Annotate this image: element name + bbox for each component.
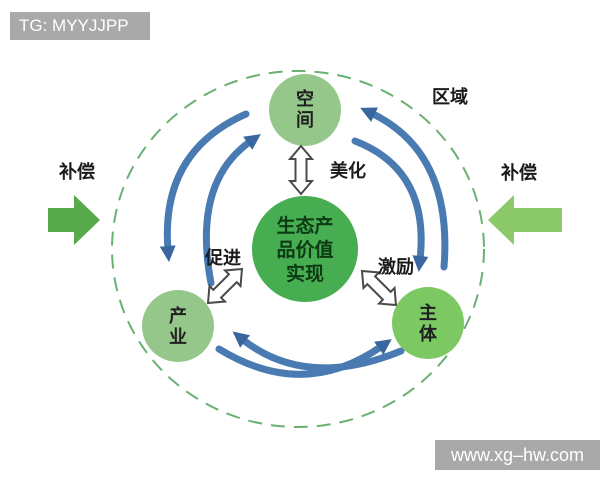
node-circle-space	[269, 74, 341, 146]
compensation-arrow-right-icon	[488, 195, 562, 245]
label-incentive: 激励	[378, 257, 414, 278]
flow-arrow-industry-to-space	[202, 134, 261, 287]
center-circle	[252, 196, 358, 302]
node-label-industry: 产业	[169, 306, 187, 348]
double-arrow-beautify-icon	[287, 144, 315, 196]
label-compensation-left: 补偿	[59, 162, 95, 183]
double-arrow-promote-icon	[206, 267, 244, 305]
region-dashed-ring	[111, 70, 485, 428]
node-label-subject: 主体	[419, 303, 437, 345]
label-promote: 促进	[205, 248, 241, 269]
double-arrow-incentive-icon	[360, 269, 398, 307]
flow-arrow-industry-to-subject	[215, 339, 392, 378]
watermark-top-left: TG: MYYJJPP	[10, 12, 150, 40]
flow-arrow-subject-to-space	[360, 107, 449, 271]
node-circle-subject	[392, 287, 464, 359]
node-label-space: 空间	[296, 89, 314, 131]
label-beautify: 美化	[330, 161, 366, 182]
label-compensation-right: 补偿	[501, 163, 537, 184]
center-label: 生态产品价值实现	[276, 215, 334, 285]
flow-arrow-space-to-industry	[159, 110, 250, 262]
flow-arrow-space-to-subject	[351, 137, 429, 272]
compensation-arrow-left-icon	[48, 195, 100, 245]
watermark-bottom-right: www.xg–hw.com	[435, 440, 600, 470]
node-circle-industry	[142, 290, 214, 362]
flow-arrow-subject-to-industry	[232, 331, 405, 372]
label-region: 区域	[432, 87, 468, 108]
